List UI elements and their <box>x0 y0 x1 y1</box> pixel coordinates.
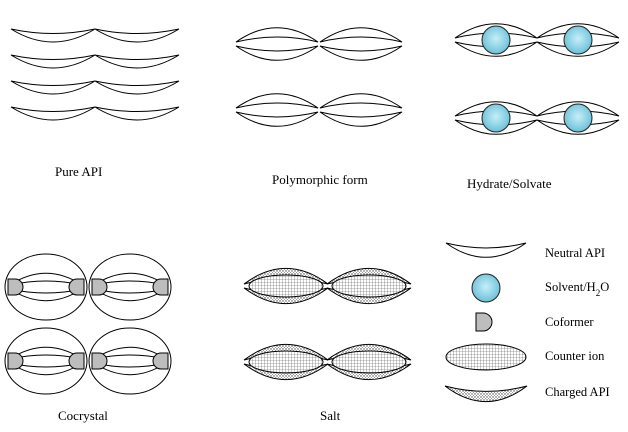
legend <box>444 242 528 403</box>
polymorphic-form-group <box>235 27 403 127</box>
cocrystal-coformer-right-0 <box>68 278 85 296</box>
legend-coformer-label: Coformer <box>545 315 594 329</box>
polymorph-dimer-1-lower-crescent <box>319 45 403 61</box>
polymorphic-form-label: Polymorphic form <box>272 172 368 187</box>
hydrate-solvate-group <box>454 23 620 135</box>
pure-api-label: Pure API <box>55 164 102 179</box>
cocrystal-coformer-right-2 <box>68 352 85 370</box>
hydrate-solvent-1 <box>563 25 593 55</box>
legend-neutral-api-symbol <box>445 242 527 258</box>
cocrystal-coformer-left-0 <box>7 278 24 296</box>
legend-solvent-label: Solvent/H2O <box>545 280 609 298</box>
salt-counter-ion-1 <box>331 274 407 298</box>
polymorph-dimer-1-upper-crescent <box>319 27 403 43</box>
cocrystal-coformer-right-1 <box>152 278 169 296</box>
hydrate-solvent-0 <box>481 25 511 55</box>
cocrystal-frame-0 <box>4 253 88 321</box>
cocrystal-coformer-right-3 <box>152 352 169 370</box>
cocrystal-coformer-left-3 <box>91 352 108 370</box>
polymorph-dimer-2-lower-crescent <box>235 111 319 127</box>
cocrystal-coformer-left-1 <box>91 278 108 296</box>
legend-counter-ion-label: Counter ion <box>545 349 605 363</box>
legend-charged-api-label: Charged API <box>545 385 610 399</box>
hydrate-solvent-3 <box>563 103 593 133</box>
polymorph-dimer-0-upper-crescent <box>235 27 319 43</box>
cocrystal-group <box>4 253 172 395</box>
pure-api-molecule-0-1 <box>10 54 96 69</box>
polymorph-dimer-3-lower-crescent <box>319 111 403 127</box>
hydrate-solvent-2 <box>481 103 511 133</box>
pure-api-molecule-0-3 <box>10 106 96 121</box>
salt-counter-ion-2 <box>248 350 324 374</box>
legend-neutral-api-label: Neutral API <box>545 246 605 260</box>
legend-solvent-symbol <box>471 273 501 303</box>
legend-counter-ion-symbol <box>445 343 527 371</box>
legend-coformer-symbol <box>475 312 493 332</box>
legend-charged-api-symbol <box>444 385 528 403</box>
salt-counter-ion-0 <box>248 274 324 298</box>
polymorph-dimer-2-upper-crescent <box>235 93 319 109</box>
salt-group <box>243 267 412 381</box>
polymorph-dimer-0-lower-crescent <box>235 45 319 61</box>
salt-label: Salt <box>320 408 341 423</box>
hydrate-solvate-label: Hydrate/Solvate <box>467 176 552 191</box>
pure-api-molecule-1-0 <box>94 28 180 43</box>
cocrystal-frame-1 <box>88 253 172 321</box>
cocrystal-label: Cocrystal <box>58 408 108 423</box>
pure-api-molecule-0-2 <box>10 80 96 95</box>
salt-counter-ion-3 <box>331 350 407 374</box>
cocrystal-frame-2 <box>4 327 88 395</box>
pure-api-group <box>10 28 180 121</box>
pure-api-molecule-1-1 <box>94 54 180 69</box>
cocrystal-coformer-left-2 <box>7 352 24 370</box>
pure-api-molecule-1-2 <box>94 80 180 95</box>
polymorph-dimer-3-upper-crescent <box>319 93 403 109</box>
pure-api-molecule-1-3 <box>94 106 180 121</box>
pure-api-molecule-0-0 <box>10 28 96 43</box>
cocrystal-frame-3 <box>88 327 172 395</box>
